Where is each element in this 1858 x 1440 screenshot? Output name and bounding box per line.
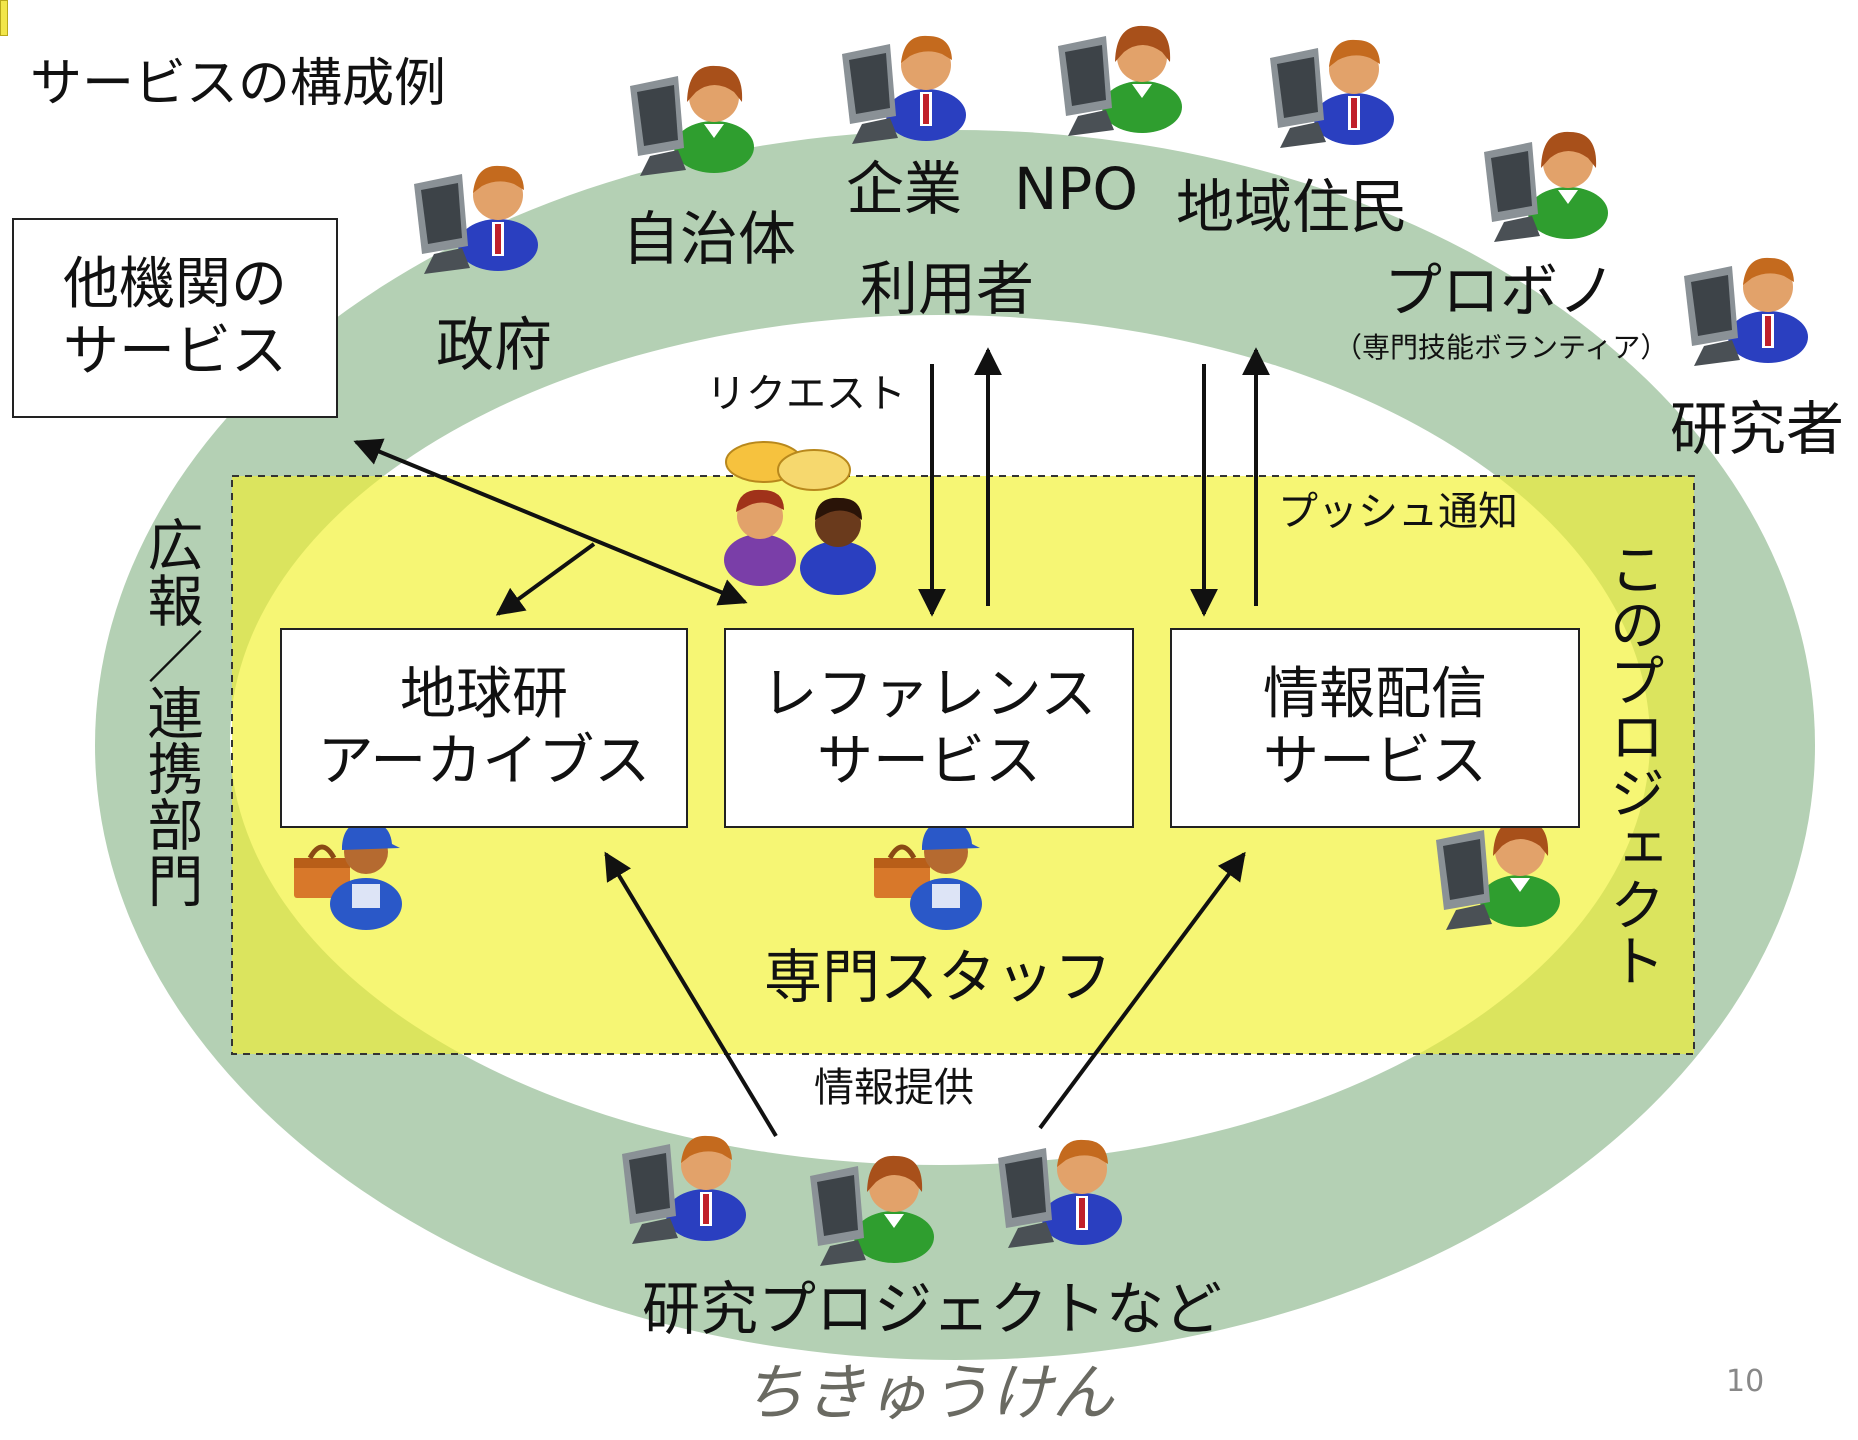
- label-pr-department: 広報／連携部門: [138, 516, 203, 908]
- user-probono-icon: [1484, 131, 1608, 242]
- service-archives-line1: 地球研: [400, 661, 568, 727]
- service-box-distribution: 情報配信 サービス: [1170, 628, 1580, 828]
- label-provide: 情報提供: [814, 1065, 974, 1111]
- slide-title: サービスの構成例: [30, 54, 447, 114]
- label-government: 政府: [436, 311, 553, 379]
- service-archives-line2: アーカイブス: [317, 729, 651, 794]
- label-push: プッシュ通知: [1278, 489, 1518, 535]
- logo-chikyuken: ちきゅうけん: [742, 1356, 1115, 1429]
- service-reference-line2: サービス: [817, 729, 1041, 794]
- label-local-gov: 自治体: [622, 205, 797, 273]
- arrow-provide-archives: [604, 851, 778, 1138]
- service-reference-line1: レファレンス: [761, 661, 1097, 727]
- other-services-line2: サービス: [63, 319, 287, 384]
- other-services-box: 他機関の サービス: [12, 218, 338, 418]
- user-npo-icon: [1058, 25, 1182, 136]
- user-researcher-icon: [1684, 257, 1808, 366]
- service-distribution-line1: 情報配信: [1263, 661, 1487, 727]
- other-services-line1: 他機関の: [63, 251, 287, 317]
- user-local-gov-icon: [630, 65, 754, 176]
- page-number: 10: [1726, 1364, 1765, 1399]
- label-probono: プロボノ: [1384, 257, 1617, 325]
- arrow-other-services-to-reference: [353, 438, 748, 606]
- service-box-archives: 地球研 アーカイブス: [280, 628, 688, 828]
- label-probono-note: （専門技能ボランティア）: [1334, 331, 1669, 364]
- label-research-projects: 研究プロジェクトなど: [642, 1275, 1223, 1343]
- corner-marker: [0, 0, 8, 36]
- label-staff: 専門スタッフ: [764, 943, 1113, 1011]
- service-distribution-line2: サービス: [1263, 729, 1487, 794]
- user-company-icon: [842, 35, 966, 144]
- arrow-provide-distribution: [1038, 851, 1246, 1130]
- label-researcher: 研究者: [1670, 395, 1845, 463]
- label-this-project: このプロジェクト: [1600, 540, 1665, 988]
- user-residents-icon: [1270, 39, 1394, 148]
- arrow-to-archives: [495, 542, 596, 616]
- label-request: リクエスト: [706, 371, 906, 417]
- label-users: 利用者: [860, 255, 1035, 323]
- label-company: 企業: [846, 155, 963, 223]
- label-npo: NPO: [1014, 155, 1139, 223]
- label-residents: 地域住民: [1176, 173, 1409, 241]
- project-area-border: [231, 475, 1695, 1055]
- service-box-reference: レファレンス サービス: [724, 628, 1134, 828]
